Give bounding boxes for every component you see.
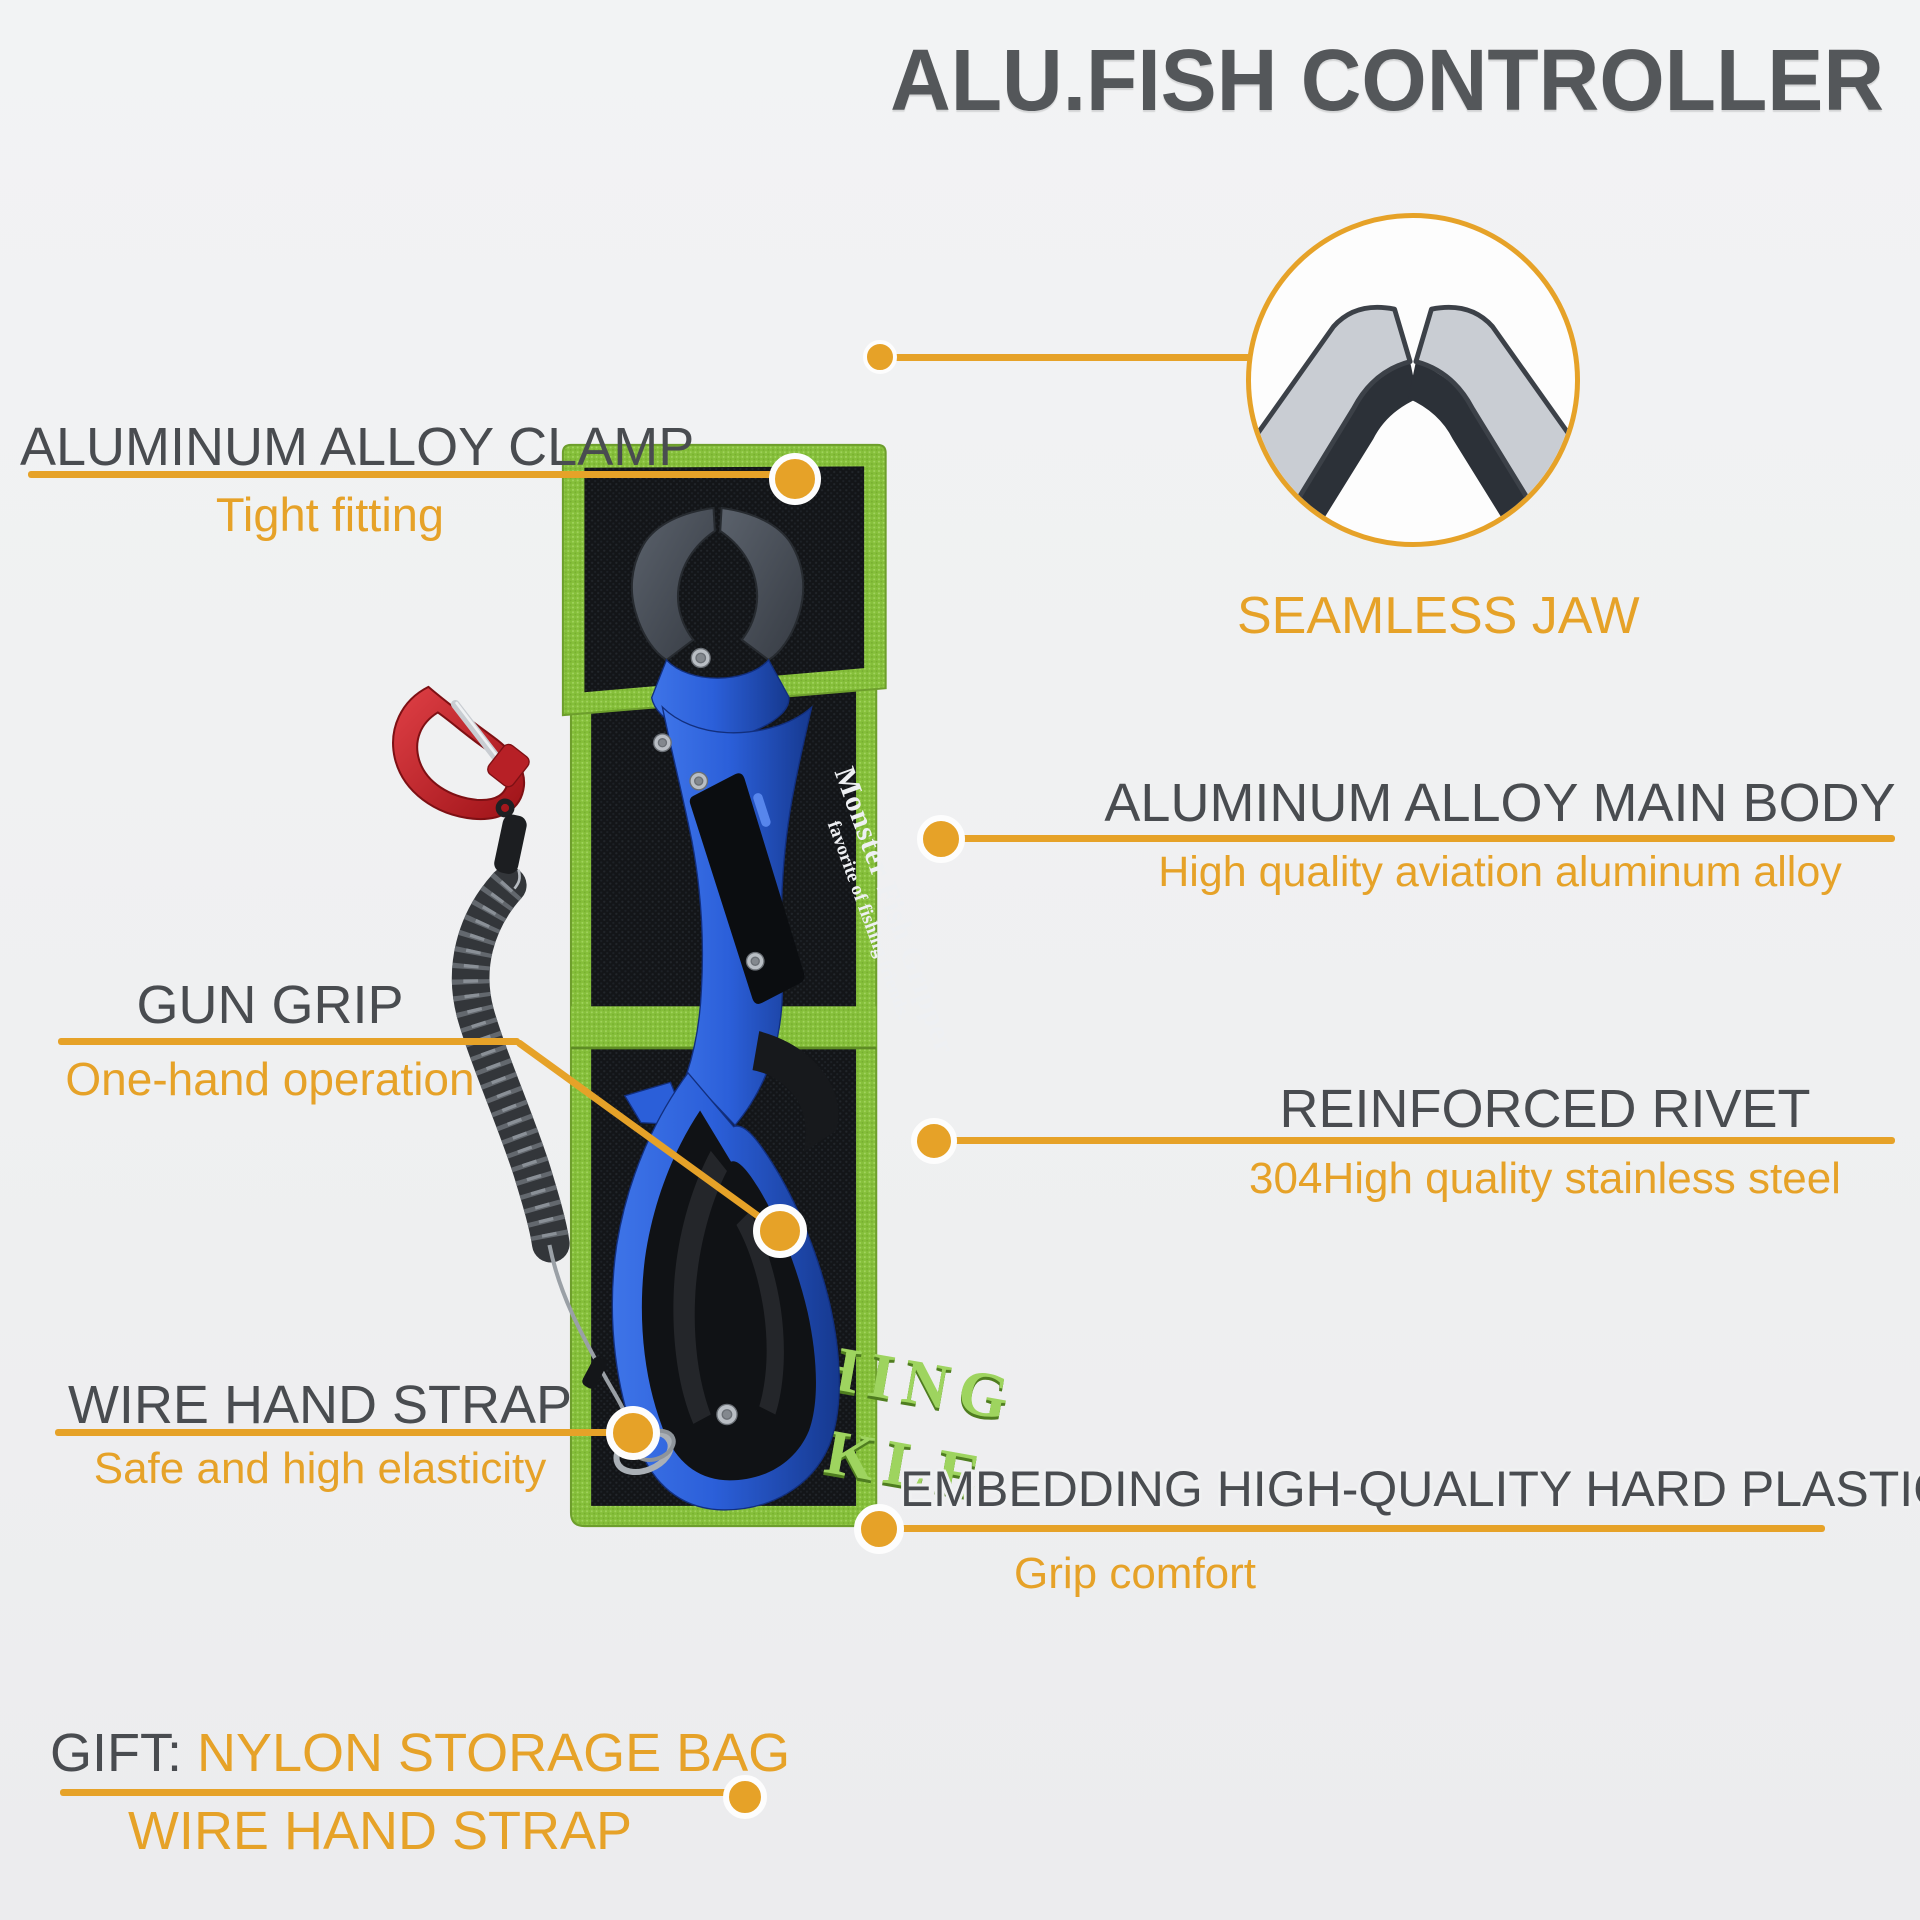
gripper-screws: [653, 647, 765, 1426]
gripper-jaws: [630, 506, 805, 742]
callout-gift-label: NYLON STORAGE BAG: [197, 1723, 791, 1783]
dot-rivet: [911, 1118, 957, 1164]
connector-hard-plastic: [879, 1525, 1825, 1532]
page-title: ALU.FISH CONTROLLER: [890, 31, 1884, 129]
fish-gripper-illustration: [392, 506, 840, 1511]
callout-gift-sub: WIRE HAND STRAP: [127, 1801, 633, 1861]
carabiner: [392, 685, 530, 890]
callout-hard-plastic-title: EMBEDDING HIGH-QUALITY HARD PLASTIC: [900, 1461, 1920, 1517]
gripper-trigger: [752, 1031, 839, 1153]
callout-rivet-title: REINFORCED RIVET: [1279, 1079, 1811, 1139]
callout-main-body-title: ALUMINUM ALLOY MAIN BODY: [1104, 773, 1896, 833]
gripper-handle: [611, 1071, 840, 1511]
coil-lanyard: [451, 866, 633, 1448]
callout-wire-strap-title: WIRE HAND STRAP: [67, 1375, 573, 1435]
gripper-main-body: [623, 705, 813, 1127]
callout-clamp-sub: Tight fitting: [215, 488, 445, 541]
connector-jaw-inset: [880, 354, 1252, 361]
dot-main-body: [917, 815, 965, 863]
callout-gun-grip-title: GUN GRIP: [136, 975, 404, 1035]
dot-wire-strap: [606, 1406, 660, 1460]
jaw-detail-drawing: [1251, 304, 1575, 542]
dot-clamp: [769, 453, 821, 505]
callout-seamless-jaw: SEAMLESS JAW: [1237, 587, 1640, 645]
connector-gun-grip-h: [58, 1038, 520, 1045]
callout-wire-strap-sub: Safe and high elasticity: [93, 1444, 547, 1493]
dot-gift: [723, 1775, 767, 1819]
callout-hard-plastic-sub: Grip comfort: [1013, 1549, 1257, 1598]
connector-gift: [60, 1789, 745, 1796]
callout-clamp-title: ALUMINUM ALLOY CLAMP: [20, 417, 695, 477]
jaw-detail-inset: [1246, 213, 1580, 547]
callout-gun-grip-sub: One-hand operation: [65, 1053, 475, 1105]
callout-rivet-sub: 304High quality stainless steel: [1249, 1154, 1841, 1203]
callout-gift-prefix: GIFT:: [50, 1723, 197, 1783]
callout-gift-title: GIFT: NYLON STORAGE BAG: [50, 1722, 790, 1784]
connector-wire-strap: [55, 1429, 633, 1436]
connector-main-body: [941, 835, 1895, 842]
dot-jaw-inset: [863, 340, 897, 374]
callout-main-body-sub: High quality aviation aluminum alloy: [1158, 848, 1842, 896]
dot-hard-plastic: [854, 1504, 904, 1554]
connector-rivet: [934, 1137, 1895, 1144]
connector-clamp: [28, 471, 795, 478]
dot-gun-grip: [753, 1204, 807, 1258]
